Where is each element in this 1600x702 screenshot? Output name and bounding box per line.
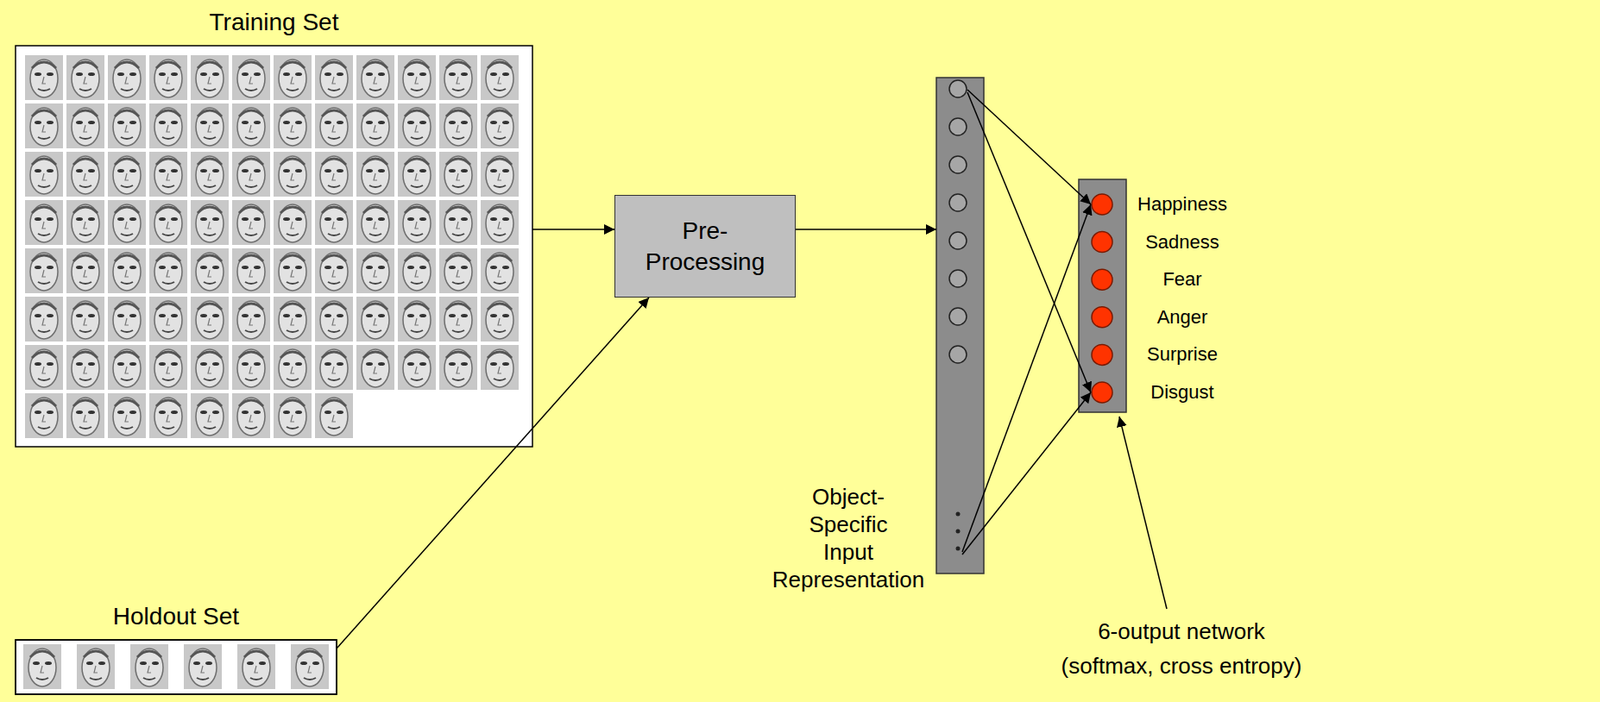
connector-arrow	[532, 228, 615, 231]
emotion-label: Fear	[1126, 267, 1239, 292]
image-set-box: Training Set	[15, 45, 533, 448]
image-set-box: Holdout Set	[15, 640, 337, 695]
set-title: Training Set	[15, 7, 533, 38]
face-grid	[23, 391, 355, 441]
network-caption: 6-output network (softmax, cross entropy…	[1054, 614, 1309, 684]
panel-border	[15, 640, 337, 695]
ellipsis-dots	[956, 512, 961, 552]
panel-ground	[15, 640, 337, 695]
process-label: Pre- Processing	[636, 215, 775, 278]
emotion-label: Sadness	[1126, 230, 1239, 255]
input-layer: Object- Specific Input Representation	[936, 77, 984, 574]
face-grid	[15, 640, 337, 695]
output-layer: HappinessSadnessFearAngerSurpriseDisgust	[1078, 179, 1127, 413]
emotion-label: Anger	[1126, 305, 1239, 330]
connector-arrow	[795, 228, 937, 231]
leader-arrow	[1119, 416, 1167, 610]
connector-arrow	[336, 297, 649, 649]
output-units	[1091, 194, 1113, 404]
emotion-label: Surprise	[1126, 342, 1239, 367]
layer-column	[936, 77, 984, 574]
process-box: Pre- Processing	[614, 195, 796, 298]
layer-column	[1078, 179, 1127, 413]
emotion-label: Happiness	[1126, 192, 1239, 217]
representation-label: Object- Specific Input Representation	[763, 483, 933, 594]
connector-arrow	[962, 392, 1091, 555]
face-grid	[23, 53, 521, 392]
input-units	[949, 80, 967, 364]
connector-arrow	[962, 204, 1091, 553]
set-title: Holdout Set	[15, 602, 337, 632]
connector-arrow	[967, 92, 1091, 393]
panel-ground	[15, 45, 533, 448]
connector-arrow	[967, 89, 1091, 205]
emotion-label: Disgust	[1126, 380, 1239, 405]
